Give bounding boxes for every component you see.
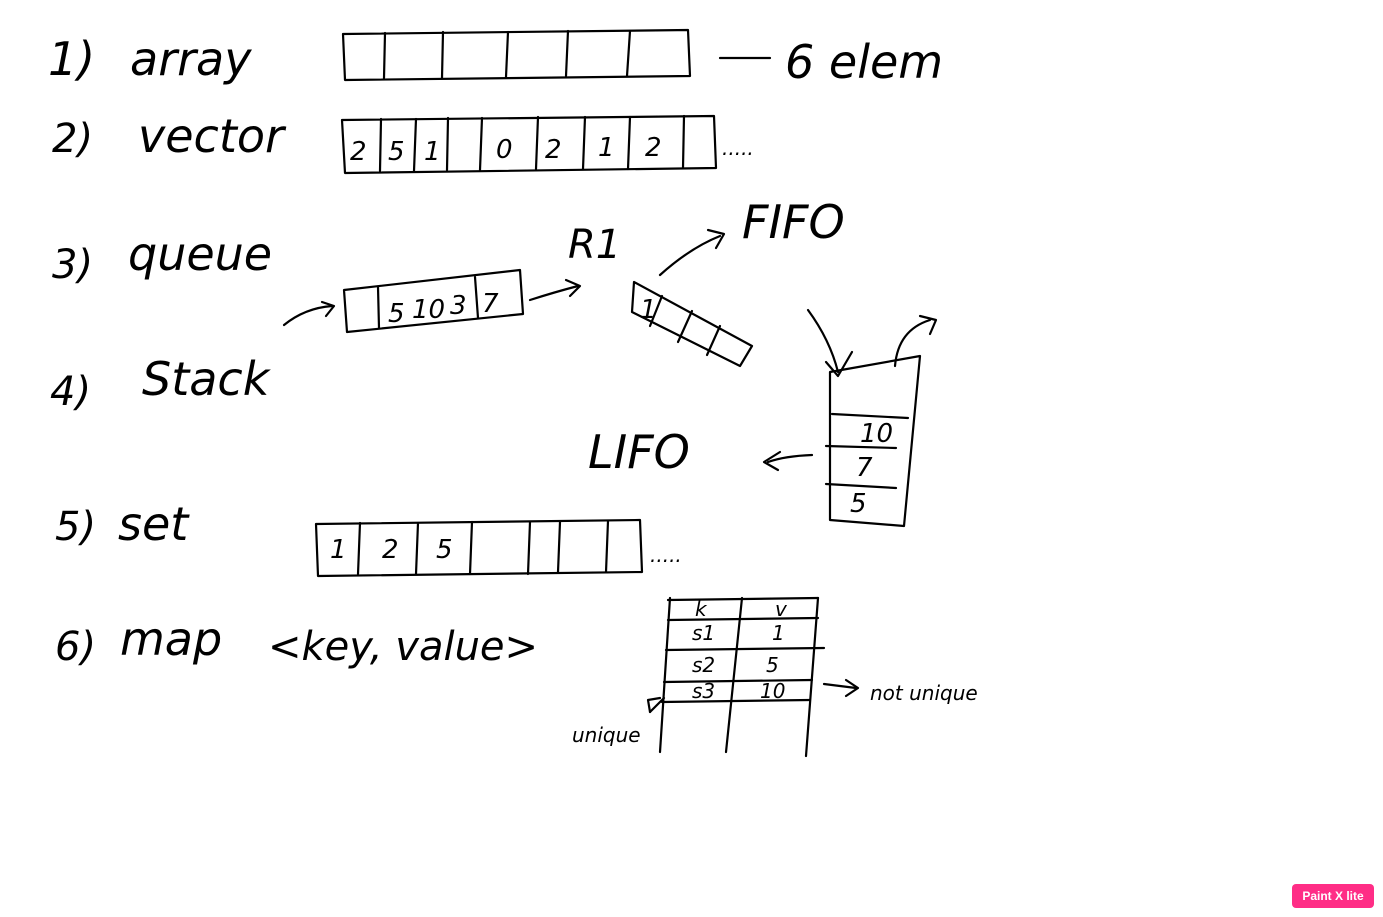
map-header-key: k — [695, 597, 708, 621]
item-5-number: 5) — [55, 504, 96, 550]
vector-cells: 2 5 1 0 2 1 2 — [350, 133, 662, 167]
set-cell: 1 — [330, 535, 347, 565]
vector-drawing — [340, 114, 718, 175]
queue-cells: 5 10 3 7 — [388, 289, 499, 329]
map-row-key: s3 — [692, 679, 715, 703]
lifo-label: LIFO — [588, 425, 690, 479]
item-2-number: 2) — [52, 116, 93, 162]
item-1-number: 1) — [48, 32, 95, 86]
stack-drawing — [762, 308, 938, 528]
vector-cell: 5 — [388, 137, 405, 167]
register-label: R1 — [568, 222, 621, 268]
map-not-unique-note: not unique — [870, 681, 978, 705]
vector-cell: 1 — [598, 133, 615, 163]
stack-cell: 10 — [860, 419, 893, 449]
set-ellipsis: ..... — [650, 543, 682, 567]
queue-cell: 5 — [388, 299, 405, 329]
vector-cell: 2 — [350, 137, 367, 167]
map-unique-note: unique — [572, 723, 641, 747]
stack-cells: 10 7 5 — [850, 419, 893, 519]
item-6-label: map — [120, 612, 222, 666]
map-row-key: s2 — [692, 653, 715, 677]
map-row-value: 10 — [760, 679, 785, 703]
map-header-value: v — [775, 597, 788, 621]
item-4-label: Stack — [142, 352, 272, 406]
set-drawing — [314, 518, 644, 578]
queue-drawing — [282, 268, 582, 334]
array-size-note: 6 elem — [785, 35, 943, 89]
fifo-label: FIFO — [742, 195, 845, 249]
item-1-label: array — [130, 32, 252, 86]
item-6-number: 6) — [55, 624, 96, 670]
item-2-label: vector — [138, 109, 287, 163]
stack-cell: 5 — [850, 489, 867, 519]
queue-cell: 7 — [482, 289, 499, 319]
queue-cell: 3 — [450, 291, 467, 321]
item-4-number: 4) — [50, 369, 91, 415]
vector-cell: 1 — [424, 137, 441, 167]
map-row-key: s1 — [692, 621, 715, 645]
vector-cell: 2 — [545, 135, 562, 165]
watermark-badge: Paint X lite — [1292, 884, 1374, 908]
item-3-label: queue — [128, 227, 272, 281]
map-row-value: 1 — [772, 621, 785, 645]
set-cells: 1 2 5 — [330, 535, 453, 565]
map-signature: <key, value> — [268, 624, 538, 670]
set-cell: 2 — [382, 535, 399, 565]
set-cell: 5 — [436, 535, 453, 565]
vector-cell: 2 — [645, 133, 662, 163]
item-3-number: 3) — [52, 242, 93, 288]
queue-cell: 10 — [412, 295, 445, 325]
item-5-label: set — [118, 497, 190, 551]
stack-cell: 7 — [856, 453, 873, 483]
tilted-queue-drawing — [630, 228, 754, 368]
array-drawing — [341, 28, 772, 82]
map-table: k v s1 1 s2 5 s3 10 — [692, 597, 788, 703]
map-row-value: 5 — [766, 653, 779, 677]
tilted-queue-cell: 1 — [640, 295, 657, 325]
map-table-drawing — [646, 596, 860, 758]
vector-cell: 0 — [496, 135, 513, 165]
vector-ellipsis: ..... — [722, 136, 754, 160]
